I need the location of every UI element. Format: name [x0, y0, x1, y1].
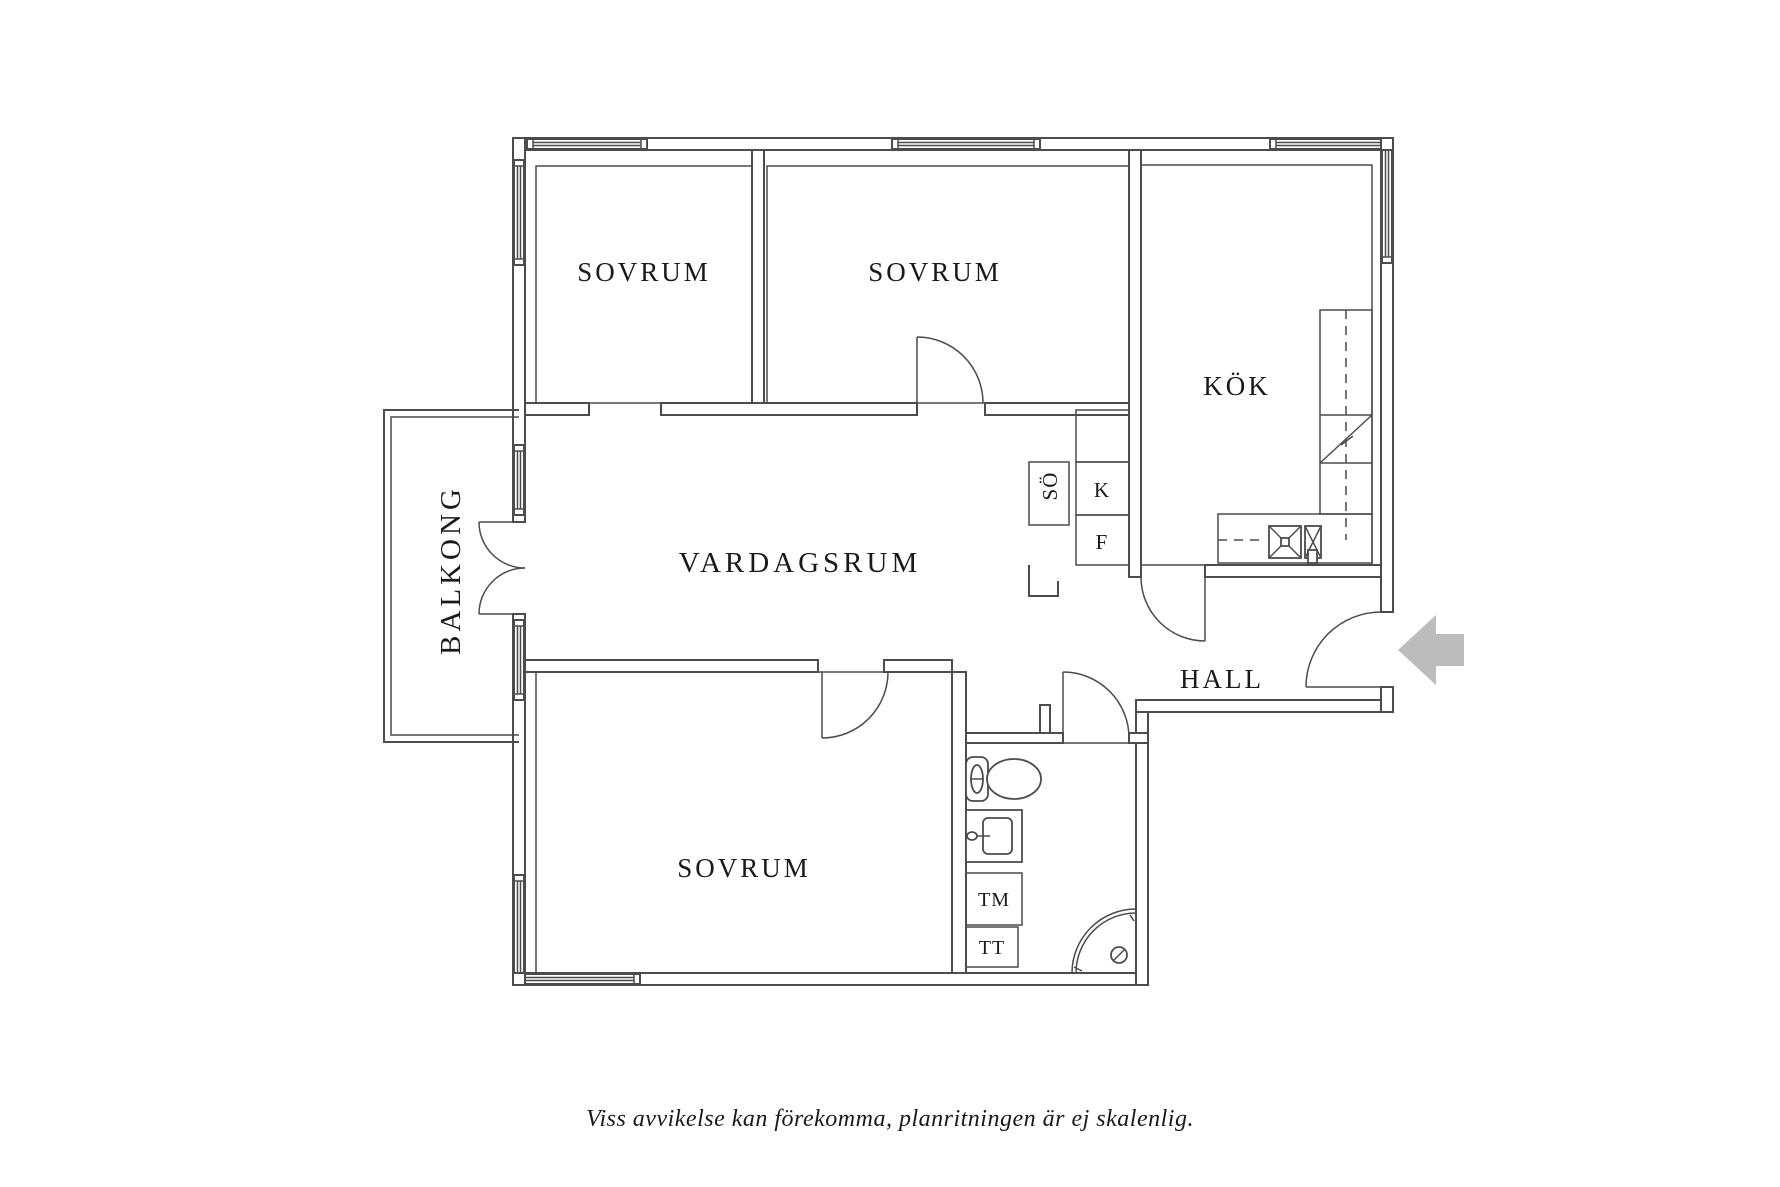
door-arc-icon	[1062, 671, 1130, 739]
window-icon	[524, 973, 641, 985]
room-labels: SOVRUM SOVRUM KÖK VARDAGSRUM HALL SOVRUM…	[435, 257, 1271, 883]
disclaimer-caption: Viss avvikelse kan förekomma, planritnin…	[586, 1106, 1194, 1132]
so-box	[1028, 461, 1070, 526]
label-washer: TM	[978, 889, 1010, 911]
window-icon	[1381, 149, 1393, 264]
entrance-arrow-icon	[1398, 615, 1464, 685]
room-label-kitchen: KÖK	[1203, 371, 1271, 401]
stove-icon	[1304, 525, 1322, 564]
label-freezer: F	[1096, 530, 1109, 554]
label-dryer: TT	[979, 937, 1005, 959]
window-icon	[891, 138, 1041, 150]
room-label-bedroom3: SOVRUM	[677, 853, 811, 883]
room-label-living: VARDAGSRUM	[679, 547, 922, 579]
freezer-box	[1075, 514, 1130, 566]
kitchen-base-counter	[1217, 513, 1373, 564]
room-label-balcony: BALKONG	[435, 485, 467, 655]
toilet-icon	[965, 756, 1042, 802]
window-icon	[513, 619, 525, 701]
doors	[821, 336, 1382, 739]
dryer-box	[965, 926, 1019, 968]
room-label-bedroom1: SOVRUM	[577, 257, 711, 287]
kitchen-fixtures	[1217, 309, 1373, 564]
room-label-hall: HALL	[1180, 664, 1264, 694]
window-icon	[513, 874, 525, 974]
window-icon	[513, 444, 525, 516]
washbasin-icon	[965, 809, 1023, 863]
washer-box	[965, 872, 1023, 926]
cabinet-boxes	[1028, 409, 1130, 566]
windows	[513, 138, 1393, 985]
label-fridge: K	[1094, 478, 1110, 502]
balcony-door-icon	[478, 521, 526, 615]
shower-icon	[1071, 908, 1137, 974]
window-icon	[1269, 138, 1382, 150]
entrance-door-icon	[1305, 611, 1382, 688]
appliance-labels: SÖ K F TM TT	[978, 472, 1110, 959]
door-arc-icon	[821, 671, 889, 739]
sink-icon	[1268, 525, 1302, 559]
window-icon	[513, 159, 525, 266]
door-arc-icon	[1140, 576, 1206, 642]
door-arc-icon	[916, 336, 984, 404]
room-label-bedroom2: SOVRUM	[868, 257, 1002, 287]
label-so: SÖ	[1038, 472, 1062, 501]
bathroom-fixtures	[965, 756, 1137, 974]
balcony	[383, 409, 526, 743]
window-icon	[526, 138, 648, 150]
cabinet-box	[1075, 409, 1130, 463]
